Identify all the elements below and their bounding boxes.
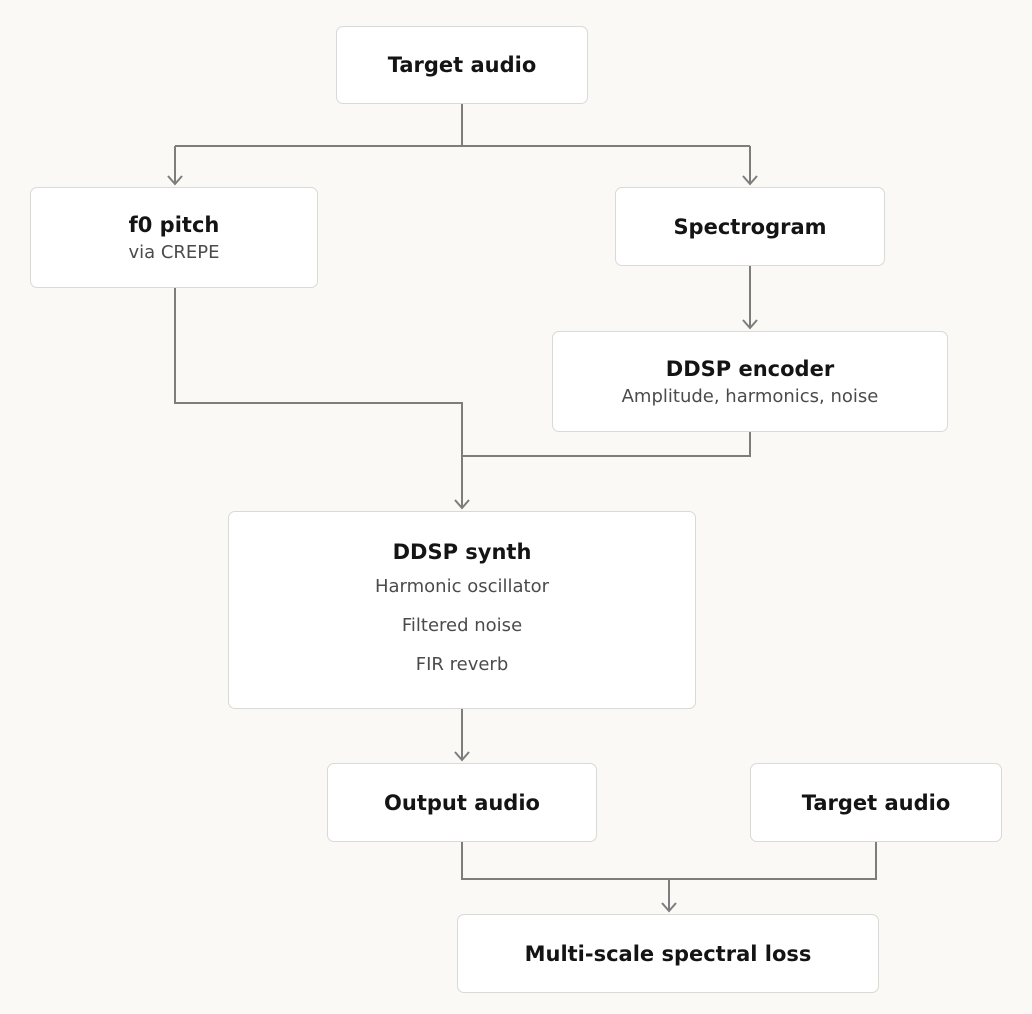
node-title: Target audio [801, 790, 951, 815]
synth-component: Filtered noise [401, 614, 523, 636]
node-subtitle: via CREPE [128, 241, 220, 263]
synth-component: Harmonic oscillator [374, 575, 549, 597]
f0-pitch-node: f0 pitch via CREPE [30, 187, 318, 288]
node-title: Output audio [384, 790, 540, 815]
connector-f0-to-synth [174, 288, 463, 507]
spectrogram-node: Spectrogram [615, 187, 885, 266]
node-subtitle: Amplitude, harmonics, noise [621, 385, 879, 407]
connector-target-to-branches [175, 104, 750, 147]
arrow-spectrogram-to-encoder [742, 266, 758, 330]
node-title: DDSP encoder [665, 356, 835, 381]
synth-component: FIR reverb [415, 653, 509, 675]
node-title: Target audio [387, 53, 537, 77]
output-audio-node: Output audio [327, 763, 597, 842]
ddsp-encoder-node: DDSP encoder Amplitude, harmonics, noise [552, 331, 948, 432]
arrow-to-spectrogram [742, 146, 758, 186]
node-title: DDSP synth [392, 539, 532, 564]
arrow-synth-to-output [454, 709, 470, 762]
node-title: Spectrogram [673, 214, 827, 239]
arrow-to-f0-pitch [167, 146, 183, 186]
node-title: f0 pitch [128, 212, 220, 237]
ddsp-synth-node: DDSP synth Harmonic oscillator Filtered … [228, 511, 696, 709]
target-audio-comparison-node: Target audio [750, 763, 1002, 842]
spectral-loss-node: Multi-scale spectral loss [457, 914, 879, 993]
connector-encoder-to-synth [462, 432, 751, 457]
target-audio-node: Target audio [336, 26, 588, 104]
arrowhead-to-loss [661, 902, 677, 913]
connector-outputs-to-loss [461, 842, 877, 910]
node-title: Multi-scale spectral loss [524, 941, 812, 966]
arrowhead-to-synth [454, 499, 470, 510]
